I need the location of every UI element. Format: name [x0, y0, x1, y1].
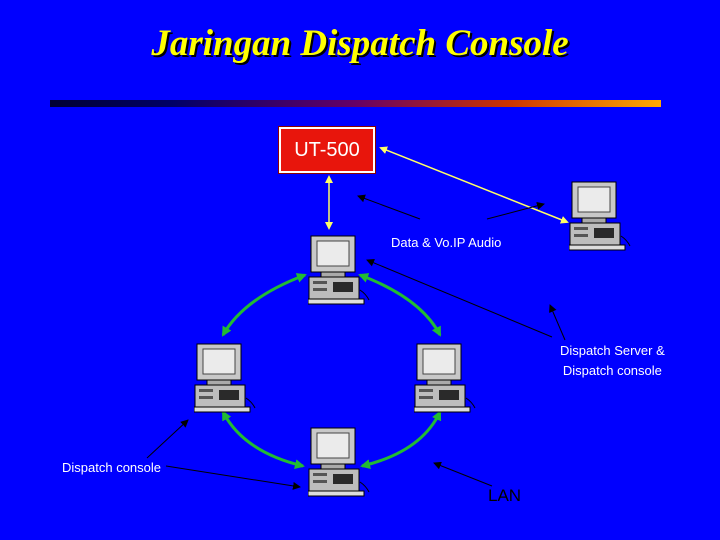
pointer-audio-left — [357, 194, 421, 220]
server-label: Dispatch Server & Dispatch console — [560, 341, 665, 381]
computer-icon — [194, 343, 256, 413]
computer-icon — [308, 235, 370, 305]
pointer-console-right — [165, 465, 301, 490]
pointer-audio-right — [486, 201, 545, 220]
link-ut500-to-server — [379, 146, 569, 224]
lan-link-bottom-left — [221, 410, 305, 470]
ut-500-device-box: UT-500 — [278, 126, 376, 174]
lan-link-bottom-right — [360, 410, 442, 470]
lan-link-top-right — [358, 273, 442, 337]
slide-title: Jaringan Dispatch Console — [151, 23, 569, 64]
pointer-lan — [433, 461, 493, 487]
lan-label: LAN — [488, 486, 522, 505]
computer-icon — [414, 343, 476, 413]
computer-icon — [569, 181, 631, 251]
lan-link-top-left — [221, 273, 307, 337]
pointer-server — [366, 258, 553, 338]
console-label: Dispatch console — [62, 460, 161, 475]
server-label-line1: Dispatch Server & — [560, 343, 665, 358]
audio-label: Data & Vo.IP Audio — [391, 235, 502, 250]
pointer-console-left — [146, 419, 189, 459]
computer-icon — [308, 427, 370, 497]
title-underline — [50, 100, 661, 107]
pointer-server-vertical — [549, 304, 566, 341]
server-label-line2: Dispatch console — [562, 363, 662, 378]
